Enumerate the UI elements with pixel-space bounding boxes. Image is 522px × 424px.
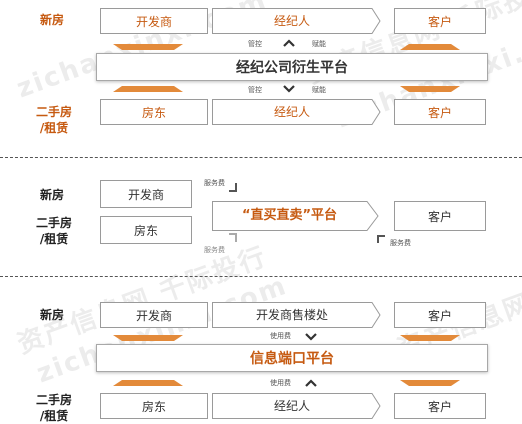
sales-office-arrow-box [212, 302, 381, 328]
down-arrow-shape [113, 44, 183, 50]
chevron-down-icon [283, 85, 295, 93]
row-label-new-home: 新房 [40, 308, 65, 322]
hook-arrow-icon [229, 233, 237, 242]
agent-arrow-box [212, 99, 381, 125]
agent-label: 经纪人 [273, 105, 310, 119]
down-arrow-shape [400, 86, 460, 92]
chevron-up-icon [305, 379, 317, 387]
platform-bar: 信息端口平台 [96, 344, 488, 372]
direct-trade-platform-label: “直买直卖”平台 [241, 208, 338, 223]
agent-label: 经纪人 [273, 14, 310, 28]
client-box: 客户 [394, 393, 486, 419]
empower-label: 赋能 [312, 86, 326, 94]
row-label-line: /租赁 [39, 121, 69, 135]
row-label-line: 二手房 [36, 393, 73, 407]
control-label: 管控 [248, 40, 262, 48]
client-box: 客户 [394, 8, 486, 34]
agent-label: 经纪人 [273, 399, 310, 413]
chevron-up-icon [283, 39, 295, 47]
down-arrow-shape [400, 335, 460, 341]
row-label-second-hand: 二手房 /租赁 [36, 392, 72, 424]
developer-box: 开发商 [100, 8, 208, 34]
developer-box: 开发商 [100, 302, 208, 328]
up-arrow-shape [400, 44, 460, 50]
row-label-second-hand: 二手房 /租赁 [36, 104, 72, 136]
landlord-box: 房东 [100, 216, 192, 244]
down-arrow-shape [113, 335, 183, 341]
service-fee-label: 服务费 [204, 246, 225, 254]
section-divider [0, 276, 522, 277]
agent-arrow-box [212, 8, 381, 34]
row-label-new-home: 新房 [40, 188, 65, 202]
hook-arrow-icon [377, 235, 385, 243]
platform-bar: 经纪公司衍生平台 [96, 53, 488, 81]
usage-fee-label: 使用费 [270, 332, 291, 340]
platform-arrow-box [212, 201, 379, 231]
up-arrow-shape [113, 86, 183, 92]
row-label-line: /租赁 [39, 232, 69, 246]
row-label-second-hand: 二手房 /租赁 [36, 215, 72, 247]
client-box: 客户 [394, 99, 486, 125]
control-label: 管控 [248, 86, 262, 94]
section-divider [0, 157, 522, 158]
agent-arrow-box [212, 393, 381, 419]
developer-box: 开发商 [100, 180, 192, 208]
row-label-new-home: 新房 [40, 13, 65, 27]
sales-office-label: 开发商售楼处 [255, 308, 328, 322]
chevron-down-icon [305, 333, 317, 341]
client-box: 客户 [394, 302, 486, 328]
row-label-line: 二手房 [36, 216, 73, 230]
up-arrow-shape [113, 380, 183, 386]
landlord-box: 房东 [100, 393, 208, 419]
down-arrow-shape [400, 380, 460, 386]
row-label-line: 二手房 [36, 105, 73, 119]
landlord-box: 房东 [100, 99, 208, 125]
service-fee-label: 服务费 [204, 179, 225, 187]
service-fee-label: 服务费 [390, 239, 411, 247]
usage-fee-label: 使用费 [270, 379, 291, 387]
empower-label: 赋能 [312, 40, 326, 48]
row-label-line: /租赁 [39, 409, 69, 423]
hook-arrow-icon [229, 183, 237, 192]
client-box: 客户 [394, 201, 486, 231]
